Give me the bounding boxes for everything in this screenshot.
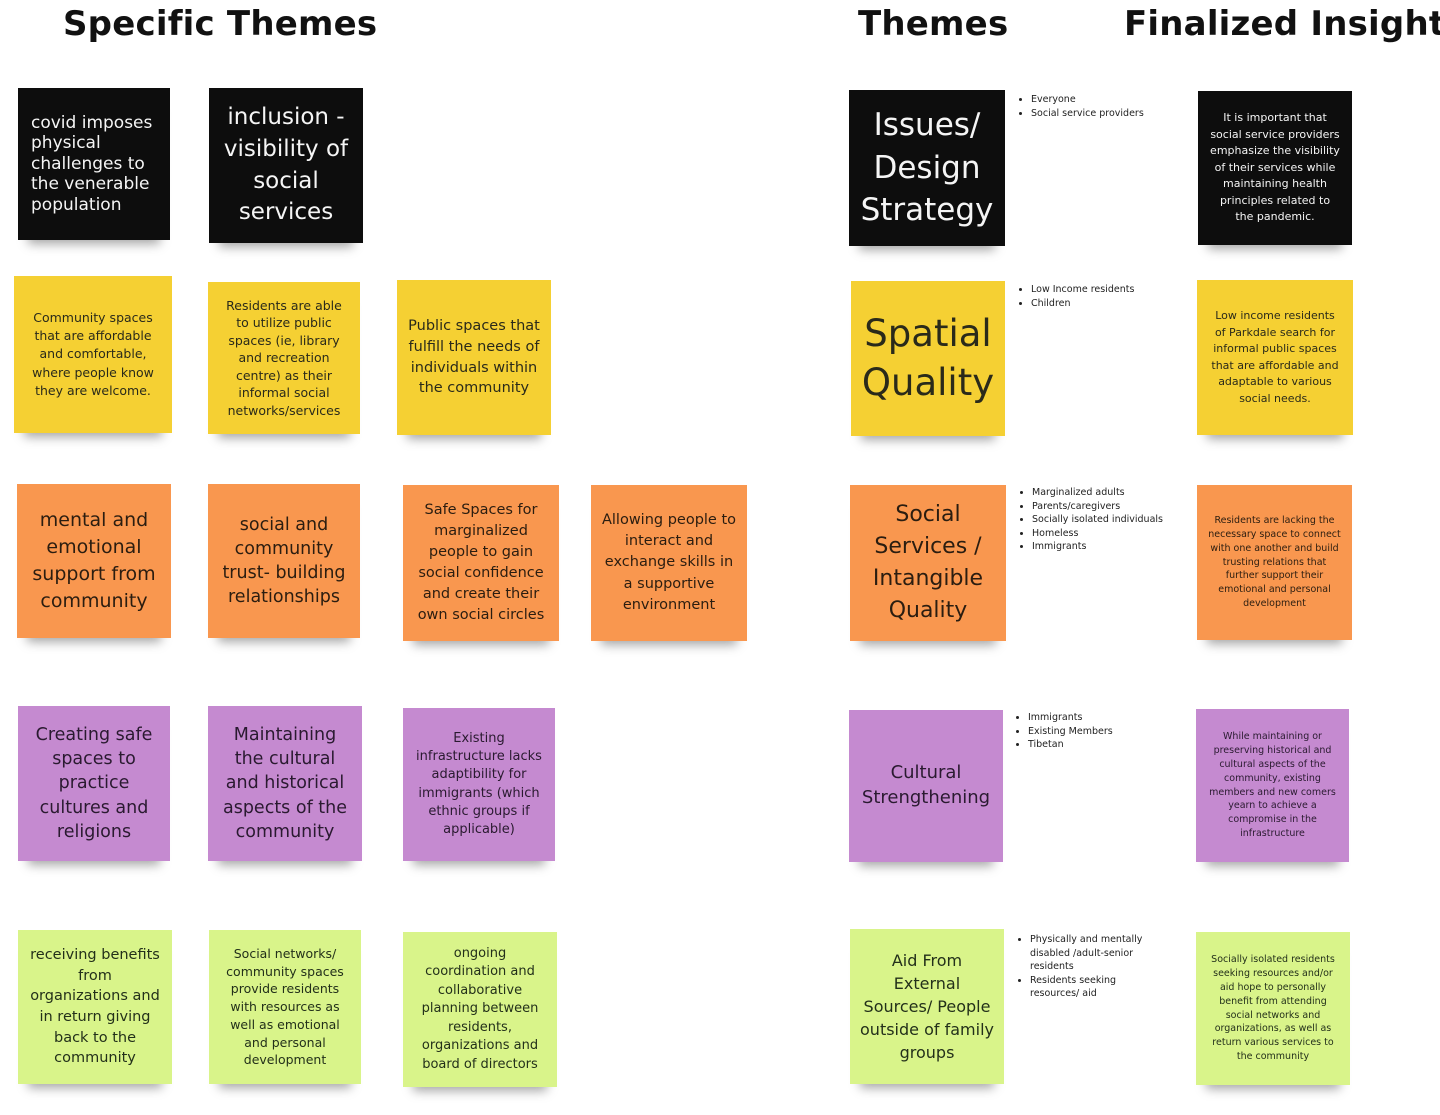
note-text: Residents are able to utilize public spa… xyxy=(226,297,342,418)
list-item: Parents/caregivers xyxy=(1032,500,1192,514)
note-text: receiving benefits from organizations an… xyxy=(30,947,160,1067)
sticky-note-inclusion-visibility[interactable]: inclusion - visibility of social service… xyxy=(209,88,363,243)
list-item: Homeless xyxy=(1032,527,1192,541)
list-item: Socially isolated individuals xyxy=(1032,513,1192,527)
list-item: Children xyxy=(1031,297,1181,311)
insight-note-issues-design-strategy[interactable]: It is important that social service prov… xyxy=(1198,91,1352,245)
note-text: Allowing people to interact and exchange… xyxy=(601,512,737,613)
theme-note-cultural-strengthening[interactable]: Cultural Strengthening xyxy=(849,710,1003,862)
sticky-note-social-networks-resources[interactable]: Social networks/ community spaces provid… xyxy=(209,930,361,1084)
note-text: ongoing coordination and collaborative p… xyxy=(421,945,539,1072)
note-text: Maintaining the cultural and historical … xyxy=(222,725,348,842)
note-text: Socially isolated residents seeking reso… xyxy=(1211,954,1335,1062)
list-item: Low Income residents xyxy=(1031,283,1181,297)
note-text: mental and emotional support from commun… xyxy=(32,509,156,612)
target-groups-list: Low Income residents Children xyxy=(1019,283,1181,310)
insight-note-spatial-quality[interactable]: Low income residents of Parkdale search … xyxy=(1197,280,1353,435)
sticky-note-public-spaces-needs[interactable]: Public spaces that fulfill the needs of … xyxy=(397,280,551,435)
note-text: Creating safe spaces to practice culture… xyxy=(35,725,153,842)
sticky-note-receiving-benefits[interactable]: receiving benefits from organizations an… xyxy=(18,930,172,1084)
heading-themes: Themes xyxy=(858,4,1009,44)
sticky-note-safe-spaces-cultures[interactable]: Creating safe spaces to practice culture… xyxy=(18,706,170,861)
note-text: Spatial Quality xyxy=(861,312,995,404)
note-text: It is important that social service prov… xyxy=(1210,111,1340,224)
list-item: Tibetan xyxy=(1028,738,1178,752)
note-text: Aid From External Sources/ People outsid… xyxy=(860,950,994,1063)
list-item: Existing Members xyxy=(1028,725,1178,739)
sticky-note-covid-challenges[interactable]: covid imposes physical challenges to the… xyxy=(18,88,170,240)
list-item: Marginalized adults xyxy=(1032,486,1192,500)
sticky-note-safe-spaces-marginalized[interactable]: Safe Spaces for marginalized people to g… xyxy=(403,485,559,641)
sticky-note-ongoing-coordination[interactable]: ongoing coordination and collaborative p… xyxy=(403,932,557,1087)
target-groups-list: Marginalized adults Parents/caregivers S… xyxy=(1020,486,1192,554)
insight-note-cultural-strengthening[interactable]: While maintaining or preserving historic… xyxy=(1196,709,1349,862)
note-text: Issues/ Design Strategy xyxy=(860,106,994,229)
sticky-note-community-spaces-affordable[interactable]: Community spaces that are affordable and… xyxy=(14,276,172,433)
target-groups-list: Everyone Social service providers xyxy=(1019,93,1181,120)
target-groups-list: Physically and mentally disabled /adult-… xyxy=(1018,933,1158,1001)
theme-note-spatial-quality[interactable]: Spatial Quality xyxy=(851,281,1005,436)
list-item: Immigrants xyxy=(1032,540,1192,554)
note-text: Residents are lacking the necessary spac… xyxy=(1208,515,1341,609)
insight-note-social-services[interactable]: Residents are lacking the necessary spac… xyxy=(1197,485,1352,640)
note-text: Existing infrastructure lacks adaptibili… xyxy=(416,730,542,837)
note-text: inclusion - visibility of social service… xyxy=(223,104,349,226)
sticky-note-trust-building[interactable]: social and community trust- building rel… xyxy=(208,484,360,638)
note-text: social and community trust- building rel… xyxy=(222,514,346,608)
insight-note-aid-external-sources[interactable]: Socially isolated residents seeking reso… xyxy=(1196,932,1350,1085)
theme-note-social-services[interactable]: Social Services / Intangible Quality xyxy=(850,485,1006,641)
note-text: Social networks/ community spaces provid… xyxy=(226,945,344,1068)
note-text: Community spaces that are affordable and… xyxy=(32,310,154,398)
note-text: While maintaining or preserving historic… xyxy=(1209,731,1336,839)
list-item: Social service providers xyxy=(1031,107,1181,121)
list-item: Physically and mentally disabled /adult-… xyxy=(1030,933,1158,974)
theme-note-aid-external-sources[interactable]: Aid From External Sources/ People outsid… xyxy=(850,929,1004,1084)
sticky-note-infrastructure-adaptibility[interactable]: Existing infrastructure lacks adaptibili… xyxy=(403,708,555,861)
note-text: Social Services / Intangible Quality xyxy=(872,502,984,623)
sticky-note-cultural-historical[interactable]: Maintaining the cultural and historical … xyxy=(208,706,362,861)
note-text: Cultural Strengthening xyxy=(861,762,991,808)
list-item: Residents seeking resources/ aid xyxy=(1030,974,1158,1001)
list-item: Immigrants xyxy=(1028,711,1178,725)
heading-finalized-insights: Finalized Insights xyxy=(1124,4,1440,44)
heading-specific-themes: Specific Themes xyxy=(63,4,378,44)
theme-note-issues-design-strategy[interactable]: Issues/ Design Strategy xyxy=(849,90,1005,246)
note-text: covid imposes physical challenges to the… xyxy=(31,113,153,215)
note-text: Low income residents of Parkdale search … xyxy=(1211,309,1339,405)
list-item: Everyone xyxy=(1031,93,1181,107)
sticky-note-residents-public-spaces[interactable]: Residents are able to utilize public spa… xyxy=(208,282,360,434)
note-text: Public spaces that fulfill the needs of … xyxy=(408,318,540,397)
sticky-note-exchange-skills[interactable]: Allowing people to interact and exchange… xyxy=(591,485,747,641)
target-groups-list: Immigrants Existing Members Tibetan xyxy=(1016,711,1178,752)
note-text: Safe Spaces for marginalized people to g… xyxy=(417,501,545,624)
sticky-note-mental-emotional-support[interactable]: mental and emotional support from commun… xyxy=(17,484,171,638)
